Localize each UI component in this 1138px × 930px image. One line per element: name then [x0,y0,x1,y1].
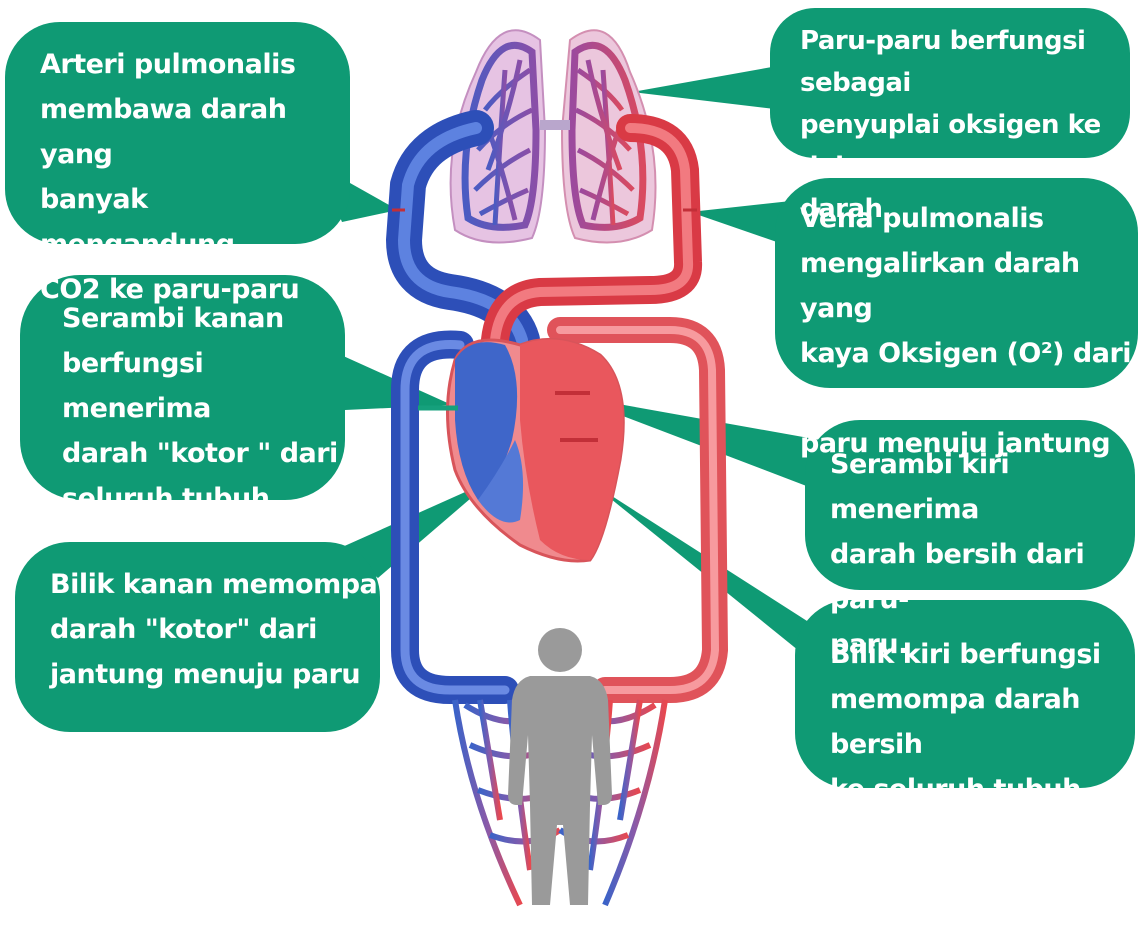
body-head [538,628,582,672]
callout-vena-pulmonalis: Vena pulmonalis mengalirkan darah yang k… [800,196,1135,466]
callout-arteri-pulmonalis: Arteri pulmonalis membawa darah yang ban… [40,42,340,312]
callout-serambi-kanan: Serambi kanan berfungsi menerima darah "… [62,296,352,521]
body-silhouette [508,628,612,905]
body-torso [508,676,612,905]
callout-bilik-kanan: Bilik kanan memompa darah "kotor" dari j… [50,562,380,697]
callout-bilik-kiri: Bilik kiri berfungsi memompa darah bersi… [830,632,1120,812]
